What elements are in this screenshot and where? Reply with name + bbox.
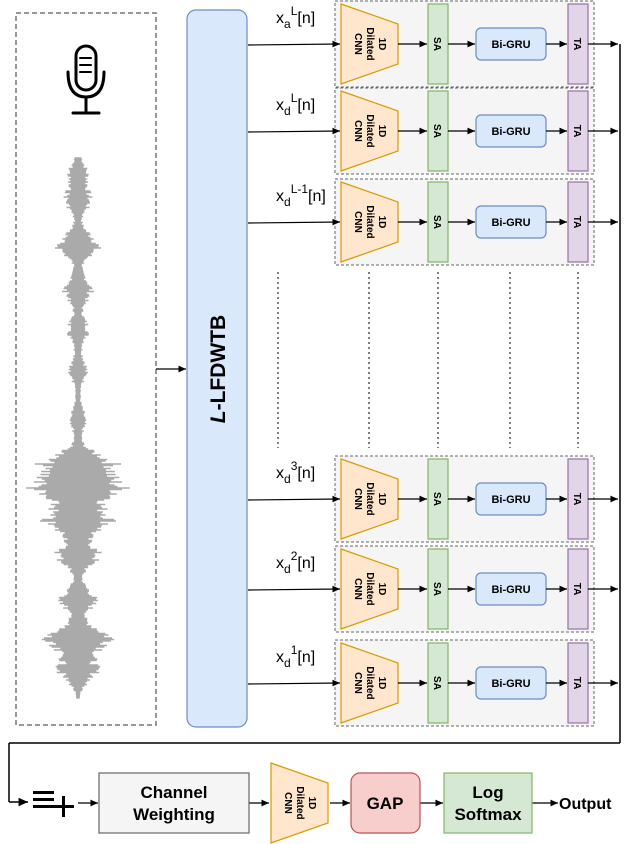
output-cnn-label-2: Dilated	[294, 786, 305, 819]
channel-weighting-block	[98, 772, 250, 834]
log-softmax-label-2: Softmax	[454, 805, 522, 824]
cnn-label-3: CNN	[352, 120, 363, 142]
bigru-label: Bi-GRU	[491, 678, 530, 690]
output-bus	[8, 44, 621, 807]
cnn-label-1: 1D	[376, 583, 387, 596]
cnn-label-1: 1D	[376, 493, 387, 506]
cnn-label-1: 1D	[376, 125, 387, 138]
cnn-label-3: CNN	[352, 578, 363, 600]
branch-label: xdL-1[n]	[276, 182, 326, 209]
channel-weighting-label-2: Weighting	[133, 805, 215, 824]
bigru-label: Bi-GRU	[491, 217, 530, 229]
sa-label: SA	[431, 124, 442, 138]
branch-input-arrow	[247, 127, 341, 135]
cnn-block	[340, 90, 399, 172]
bigru-label: Bi-GRU	[491, 584, 530, 596]
ellipsis-lines	[277, 272, 579, 448]
lfdwtb-label: L-LFDWTB	[207, 315, 230, 423]
lfdwtb-block	[186, 9, 248, 728]
bigru-label: Bi-GRU	[491, 494, 530, 506]
output-cnn-label-1: 1D	[306, 797, 317, 810]
ta-label: TA	[571, 583, 582, 596]
branch-label: xdL[n]	[276, 91, 315, 118]
output-cnn-label-3: CNN	[282, 792, 293, 814]
waveform-icon	[26, 157, 130, 699]
branch-label: xd2[n]	[276, 549, 315, 576]
bigru-label: Bi-GRU	[491, 126, 530, 138]
cnn-label-3: CNN	[352, 33, 363, 55]
channel-weighting-label-1: Channel	[140, 783, 207, 802]
branch-label: xd1[n]	[276, 643, 315, 670]
cnn-label-2: Dilated	[364, 572, 375, 605]
cnn-label-2: Dilated	[364, 114, 375, 147]
ta-label: TA	[571, 216, 582, 229]
ta-label: TA	[571, 677, 582, 690]
cnn-label-1: 1D	[376, 38, 387, 51]
output-label: Output	[559, 796, 612, 813]
log-softmax-label-1: Log	[472, 783, 503, 802]
bigru-label: Bi-GRU	[491, 39, 530, 51]
sa-label: SA	[431, 582, 442, 596]
branch-label: xd3[n]	[276, 459, 315, 486]
microphone-icon	[66, 44, 106, 115]
ta-label: TA	[571, 125, 582, 138]
cnn-block	[340, 181, 399, 263]
cnn-label-2: Dilated	[364, 666, 375, 699]
sa-label: SA	[431, 215, 442, 229]
cnn-label-1: 1D	[376, 216, 387, 229]
cnn-label-1: 1D	[376, 677, 387, 690]
cnn-label-3: CNN	[352, 672, 363, 694]
sa-label: SA	[431, 676, 442, 690]
branch-input-arrow	[247, 218, 341, 226]
cnn-label-3: CNN	[352, 211, 363, 233]
cnn-label-3: CNN	[352, 488, 363, 510]
cnn-label-2: Dilated	[364, 205, 375, 238]
concatenate-icon	[33, 791, 74, 817]
cnn-block	[340, 548, 399, 630]
branch-input-arrow	[247, 585, 341, 593]
gap-label: GAP	[367, 794, 404, 813]
cnn-block	[340, 458, 399, 540]
branch-input-arrow	[247, 40, 341, 48]
cnn-block	[340, 3, 399, 85]
gap-block	[350, 772, 421, 834]
output-cnn-block: 1D Dilated CNN	[270, 762, 329, 844]
log-softmax-block	[443, 772, 533, 834]
sa-label: SA	[431, 37, 442, 51]
branch-input-arrow	[247, 495, 341, 503]
sa-label: SA	[431, 492, 442, 506]
cnn-label-2: Dilated	[364, 482, 375, 515]
ta-label: TA	[571, 38, 582, 51]
cnn-block	[340, 642, 399, 724]
ta-label: TA	[571, 493, 582, 506]
cnn-label-2: Dilated	[364, 27, 375, 60]
branch-input-arrow	[247, 679, 341, 687]
branch-label: xaL[n]	[276, 4, 315, 31]
